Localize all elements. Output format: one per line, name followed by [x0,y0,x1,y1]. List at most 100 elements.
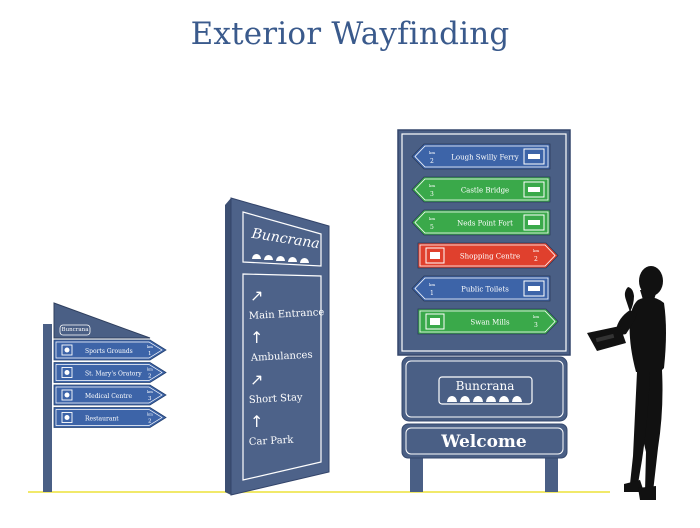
totem-item-label: Car Park [249,435,295,448]
person-silhouette [587,266,666,500]
totem-item: ↗ Main Entrance [249,286,325,322]
small-sign-row-plate [53,362,167,383]
small-sign-logo-frame [59,324,91,336]
toilets-icon-glyph [528,286,540,291]
arrow-distance: 3 [430,191,434,198]
totem-side-face [225,198,231,495]
arrow-plate [417,308,559,335]
direction-arrow-right: Shopping Centre km 2 [417,242,559,269]
arrow-plate [411,143,551,170]
arrow-plate-border [419,310,556,333]
arrow-label: Swan Mills [470,319,510,327]
monolith-welcome-border [405,427,564,455]
small-sign-row-plate [53,384,167,406]
totem-item-label: Main Entrance [249,307,325,322]
arrow-unit: km [533,314,539,319]
cup-icon [61,412,73,423]
direction-arrow-left: km 2 Lough Swilly Ferry [411,143,551,170]
arrow-distance: 1 [430,290,434,297]
medical-cross-icon [61,389,73,401]
monolith-sign: km 2 Lough Swilly Ferry km 3 Castle Bridge km 5… [397,129,571,492]
stadium-icon-glyph [64,347,70,353]
small-sign-row-border [55,364,163,381]
arrow-label: Neds Point Fort [457,220,513,228]
arrow-unit: km [429,183,435,188]
fort-icon [523,214,545,231]
arrow-plate-border [414,178,549,201]
monolith-logo-arches [447,396,522,402]
arrow-up-right-icon: ↗ [250,370,263,389]
arrow-unit: km [429,150,435,155]
totem-item: ↗ Short Stay [249,370,304,406]
arrow-up-icon: ↑ [250,412,263,431]
monolith-welcome-panel [401,423,568,459]
arrow-plate-border [419,244,556,267]
small-sign-post [43,324,52,492]
small-sign-row-label: Sports Grounds [85,348,133,355]
small-sign-row-unit: km [147,344,153,349]
ferry-icon [523,148,545,165]
monolith-welcome-text: Welcome [440,432,527,452]
arrow-label: Castle Bridge [461,187,509,195]
monolith-upper-border [401,133,567,352]
arrow-distance: 3 [534,322,538,329]
arrow-distance: 2 [430,158,434,165]
arrow-plate [417,242,559,269]
cart-icon-glyph [430,252,440,259]
small-sign-row-distance: 2 [148,419,152,425]
arrow-label: Shopping Centre [460,253,520,261]
ferry-icon-glyph [528,154,540,159]
small-sign-row-unit: km [147,412,153,417]
cup-icon-glyph [64,415,70,420]
small-sign-row-border [55,341,163,359]
arrow-plate [411,275,551,302]
small-sign-row-distance: 1 [148,351,152,357]
toilets-icon [523,280,545,297]
totem-item-label: Ambulances [250,350,313,364]
direction-arrow-right: Swan Mills km 3 [417,308,559,335]
small-fingerpost-sign: Buncrana Sports Grounds km 1St. Mary's Ora… [43,302,167,492]
small-sign-row-label: St. Mary's Oratory [85,371,142,378]
small-sign-row: Medical Centre km 3 [53,384,167,406]
church-icon [61,367,73,378]
small-sign-row-label: Restaurant [85,416,119,423]
monolith-logo-frame [438,376,533,405]
small-sign-row-border [55,409,163,426]
monolith-logo-text: Buncrana [456,379,515,393]
arrow-plate-border [414,145,549,168]
small-sign-row-distance: 3 [148,396,152,402]
arrow-plate-border [414,277,549,300]
arrow-plate-border [414,211,549,234]
small-sign-row-unit: km [147,389,153,394]
arrow-label: Lough Swilly Ferry [451,154,519,162]
small-sign-row-plate [53,407,167,428]
mill-icon-glyph [430,318,440,325]
mill-icon [425,313,445,330]
medical-cross-icon-glyph [64,392,70,398]
small-sign-row-border [55,386,163,404]
totem-item: ↑ Car Park [249,412,295,448]
small-sign-row: St. Mary's Oratory km 2 [53,362,167,383]
totem-list-frame [242,273,322,481]
small-sign-row-distance: 2 [148,374,152,380]
totem-front-face [230,197,330,496]
direction-arrow-left: km 3 Castle Bridge [411,176,551,203]
arrow-unit: km [533,248,539,253]
small-sign-row: Restaurant km 2 [53,407,167,428]
bridge-icon-glyph [528,187,540,192]
fort-icon-glyph [528,220,540,225]
arrow-distance: 2 [534,256,538,263]
arrow-distance: 5 [430,224,434,231]
page-title: Exterior Wayfinding [190,16,510,52]
small-sign-row-label: Medical Centre [85,393,133,400]
arrow-up-right-icon: ↗ [250,286,263,305]
small-sign-header: Buncrana [62,327,90,333]
arrow-plate [411,176,551,203]
small-sign-row-unit: km [147,367,153,372]
small-sign-row: Sports Grounds km 1 [53,339,167,361]
monolith-logo-border [405,360,564,418]
totem-item-label: Short Stay [249,392,304,406]
stadium-icon [61,344,73,356]
